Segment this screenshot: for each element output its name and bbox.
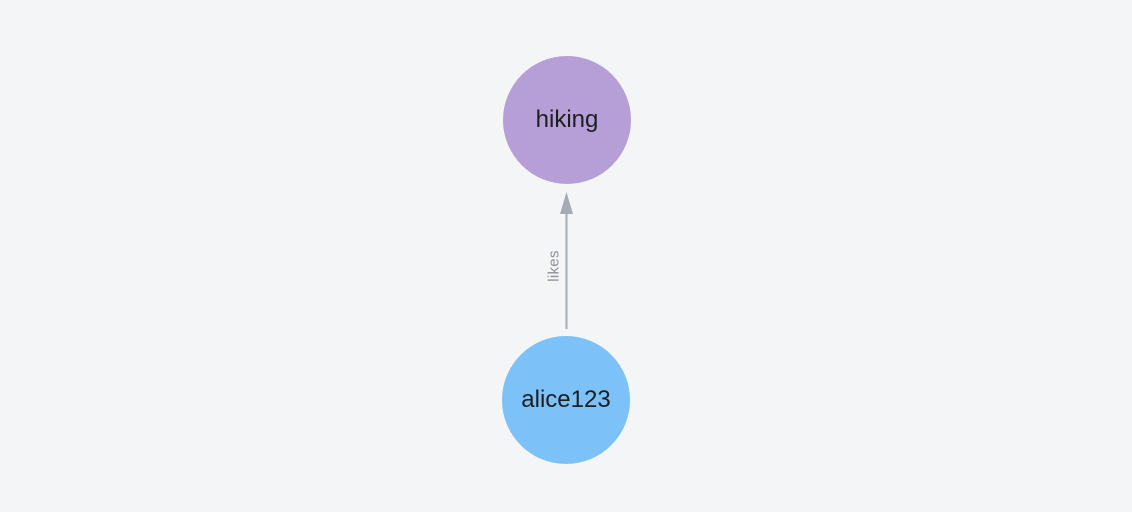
node-hiking-label: hiking — [535, 106, 599, 133]
node-alice123[interactable]: alice123 — [502, 336, 630, 464]
edge-label-likes: likes — [545, 250, 563, 282]
node-hiking[interactable]: hiking — [503, 56, 631, 184]
edge-arrowhead-icon — [560, 192, 573, 214]
node-alice123-label: alice123 — [521, 386, 611, 413]
